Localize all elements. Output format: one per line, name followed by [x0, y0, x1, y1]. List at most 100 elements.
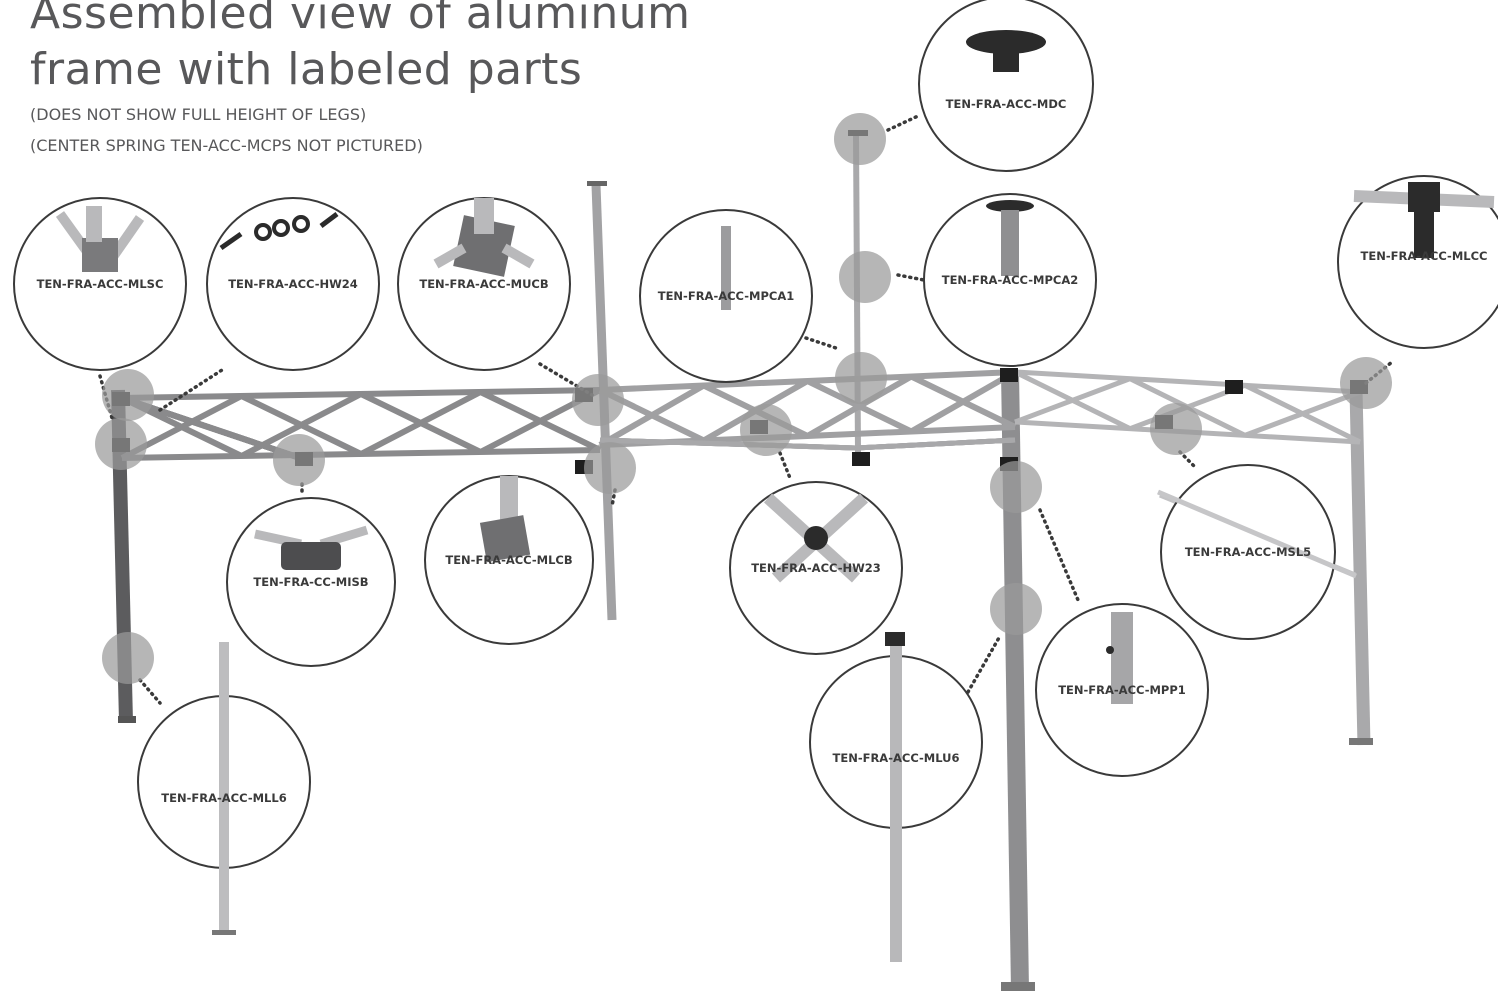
icon-part	[500, 476, 518, 526]
part-label: TEN-FRA-ACC-MPCA2	[942, 273, 1079, 287]
leader-line	[1178, 450, 1196, 468]
part-label: TEN-FRA-ACC-MLU6	[833, 751, 960, 765]
part-marker	[1150, 403, 1202, 455]
icon-part	[501, 243, 535, 269]
leader-line	[966, 634, 1002, 694]
diagram-title-line-1: Assembled view of aluminum	[30, 0, 691, 39]
corner-slider-icon	[55, 206, 145, 272]
icon-part	[1111, 612, 1133, 704]
icon-part	[453, 215, 515, 277]
icon-part	[254, 223, 272, 241]
center-pole-cap-icon	[986, 200, 1034, 276]
icon-part	[885, 632, 905, 646]
callout-ten-fra-acc-mucb: TEN-FRA-ACC-MUCB	[397, 197, 571, 371]
part-label: TEN-FRA-ACC-MSL5	[1185, 545, 1311, 559]
icon-part	[219, 642, 229, 932]
frame-joint	[852, 452, 870, 466]
callout-ten-fra-acc-mpca1: TEN-FRA-ACC-MPCA1	[639, 209, 813, 383]
part-label: TEN-FRA-ACC-MLCB	[445, 553, 572, 567]
callout-ring	[1160, 464, 1336, 640]
callout-ring	[918, 0, 1094, 172]
truss-bar	[598, 382, 706, 448]
icon-part	[986, 200, 1034, 212]
part-marker	[584, 442, 636, 494]
part-label: TEN-FRA-ACC-MPCA1	[658, 289, 795, 303]
icon-part	[433, 243, 467, 269]
part-marker	[740, 404, 792, 456]
leader-line	[158, 368, 224, 412]
icon-part	[1157, 489, 1357, 579]
callout-ten-fra-acc-hw23: TEN-FRA-ACC-HW23	[729, 481, 903, 655]
truss-bar	[855, 437, 1016, 451]
leader-line	[138, 678, 162, 705]
truss-bar	[909, 369, 1017, 435]
diagram-title-line-2: frame with labeled parts	[30, 44, 583, 95]
icon-part	[1408, 182, 1440, 212]
center-pole-icon	[721, 226, 731, 310]
bolt-washer-set-icon	[219, 212, 339, 251]
callout-ten-fra-acc-mdc: TEN-FRA-ACC-MDC	[918, 0, 1094, 172]
truss-bar	[359, 389, 482, 457]
truss-bar	[599, 437, 729, 447]
part-marker	[835, 352, 887, 404]
part-label: TEN-FRA-ACC-MLSC	[37, 277, 164, 291]
part-marker	[95, 418, 147, 470]
callout-ring	[923, 193, 1097, 367]
callout-ten-fra-acc-msl5: TEN-FRA-ACC-MSL5	[1157, 464, 1357, 640]
leader-line	[1038, 508, 1080, 602]
leader-line	[804, 336, 838, 350]
leader-line	[886, 114, 920, 132]
part-marker	[1340, 357, 1392, 409]
truss-bar	[1244, 389, 1361, 438]
icon-part	[82, 238, 118, 272]
callout-ring	[206, 197, 380, 371]
side-bar-icon	[1157, 489, 1357, 579]
part-label: TEN-FRA-ACC-MDC	[946, 97, 1067, 111]
icon-part	[212, 930, 236, 935]
side-bracket-icon	[254, 525, 369, 570]
icon-part	[319, 212, 339, 228]
icon-part	[474, 198, 494, 234]
leader-line	[896, 273, 926, 282]
part-marker	[839, 251, 891, 303]
part-label: TEN-FRA-ACC-HW23	[751, 561, 881, 575]
callout-ring	[1337, 175, 1498, 349]
part-label: TEN-FRA-ACC-MUCB	[419, 277, 548, 291]
callout-ten-fra-acc-mlcb: TEN-FRA-ACC-MLCB	[424, 475, 594, 645]
callout-ten-fra-acc-mll6: TEN-FRA-ACC-MLL6	[137, 642, 311, 935]
part-marker	[990, 583, 1042, 635]
leg-corner-cap-icon	[1353, 182, 1495, 258]
icon-part	[272, 219, 290, 237]
truss-pivot-icon	[763, 493, 869, 583]
part-marker	[990, 461, 1042, 513]
callout-ten-fra-acc-mlcc: TEN-FRA-ACC-MLCC	[1337, 175, 1498, 349]
callout-ring	[13, 197, 187, 371]
leg-top-cap	[587, 181, 607, 186]
callout-ten-fra-acc-mlsc: TEN-FRA-ACC-MLSC	[13, 197, 187, 371]
dome-cap-icon	[966, 30, 1046, 72]
part-label: TEN-FRA-ACC-MLL6	[161, 791, 286, 805]
part-label: TEN-FRA-ACC-MLCC	[1361, 249, 1488, 263]
note-legs-height: (DOES NOT SHOW FULL HEIGHT OF LEGS)	[30, 105, 367, 124]
lower-leg-icon	[212, 642, 236, 935]
callout-ten-fra-cc-misb: TEN-FRA-CC-MISB	[226, 497, 396, 667]
icon-part	[1414, 212, 1434, 258]
push-pin-icon	[1106, 612, 1133, 704]
truss-bar	[1014, 376, 1131, 425]
icon-part	[1001, 210, 1019, 276]
callout-ten-fra-acc-mpp1: TEN-FRA-ACC-MPP1	[1035, 603, 1209, 777]
truss-rail	[1014, 369, 1361, 395]
part-label: TEN-FRA-ACC-MPP1	[1058, 683, 1186, 697]
part-marker	[102, 369, 154, 421]
part-marker	[273, 434, 325, 486]
frame-joint	[1000, 368, 1018, 382]
callout-ten-fra-acc-hw24: TEN-FRA-ACC-HW24	[206, 197, 380, 371]
icon-part	[721, 226, 731, 310]
icon-part	[993, 48, 1019, 72]
icon-part	[479, 515, 531, 563]
part-marker	[572, 374, 624, 426]
icon-part	[281, 542, 341, 570]
part-marker	[834, 113, 886, 165]
